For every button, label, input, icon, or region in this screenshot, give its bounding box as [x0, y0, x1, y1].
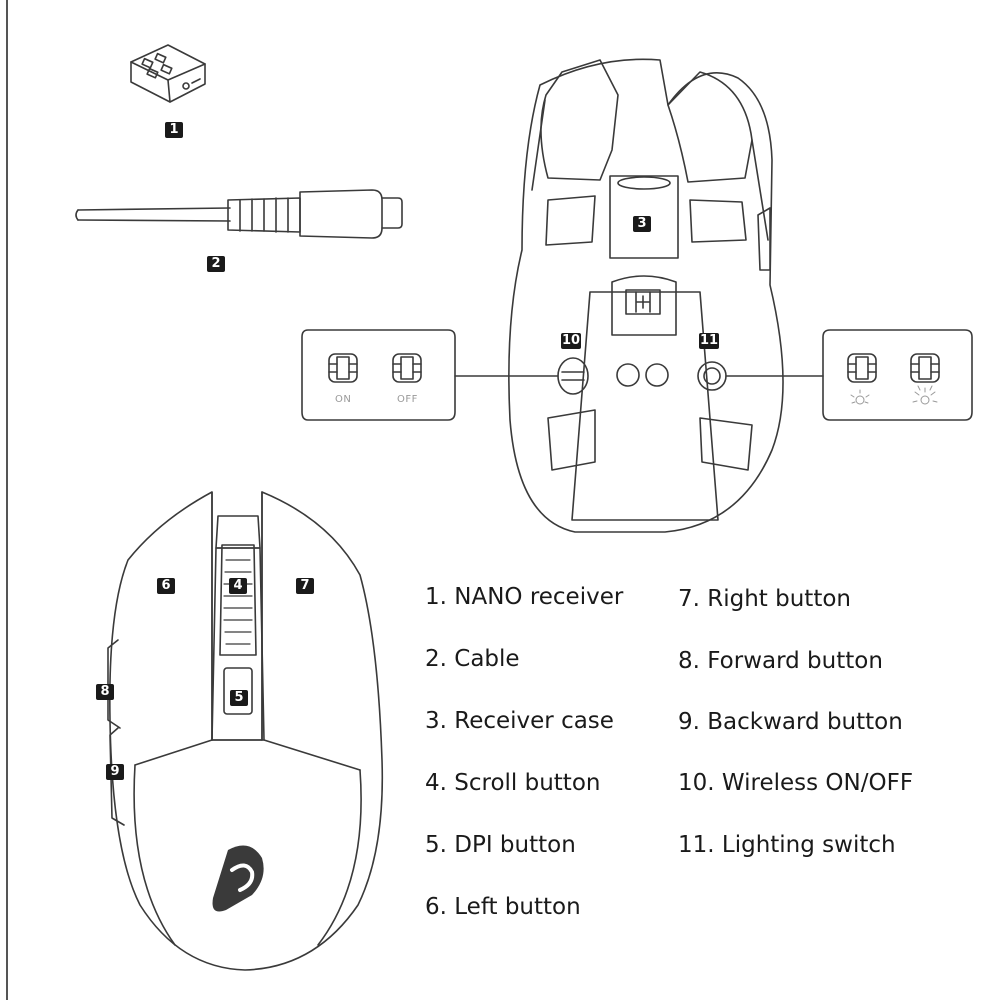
wireless-switch-panel — [301, 329, 559, 421]
nano-receiver-illustration — [130, 44, 206, 103]
callout-7-badge: 7 — [296, 578, 314, 594]
legend-item-11: 11. Lighting switch — [678, 832, 896, 858]
legend-item-9: 9. Backward button — [678, 709, 903, 735]
legend-item-3: 3. Receiver case — [425, 708, 614, 734]
legend-item-2: 2. Cable — [425, 646, 520, 672]
callout-6-badge: 6 — [157, 578, 175, 594]
legend-item-7: 7. Right button — [678, 586, 851, 612]
callout-1-badge: 1 — [165, 122, 183, 138]
callout-2-badge: 2 — [207, 256, 225, 272]
legend-item-6: 6. Left button — [425, 894, 581, 920]
callout-3-badge: 3 — [633, 216, 651, 232]
mouse-top-view — [107, 491, 384, 971]
mouse-bottom-view — [508, 58, 784, 533]
switch-off-label: OFF — [397, 394, 418, 405]
legend-item-4: 4. Scroll button — [425, 770, 601, 796]
left-border-line — [6, 0, 8, 1000]
callout-5-badge: 5 — [230, 690, 248, 706]
callout-11-badge: 11 — [699, 333, 720, 349]
cable-illustration — [75, 189, 403, 239]
legend-item-8: 8. Forward button — [678, 648, 883, 674]
callout-10-badge: 10 — [561, 333, 582, 349]
callout-4-badge: 4 — [229, 578, 247, 594]
callout-9-badge: 9 — [106, 764, 124, 780]
legend-item-10: 10. Wireless ON/OFF — [678, 770, 914, 796]
switch-on-label: ON — [335, 394, 352, 405]
callout-8-badge: 8 — [96, 684, 114, 700]
legend-item-5: 5. DPI button — [425, 832, 576, 858]
lighting-switch-panel — [725, 329, 973, 421]
legend-item-1: 1. NANO receiver — [425, 584, 624, 610]
